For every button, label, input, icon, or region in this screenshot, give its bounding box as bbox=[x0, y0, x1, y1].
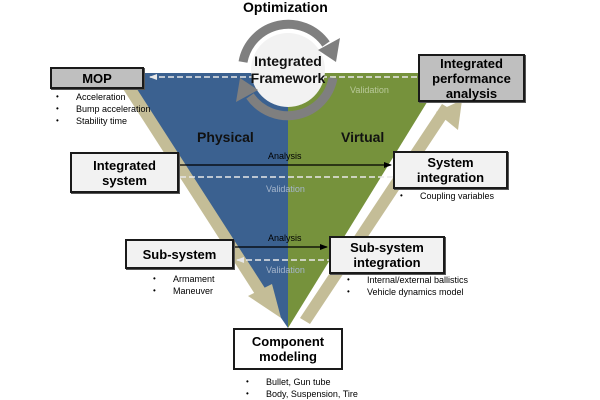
bullet-item: Body, Suspension, Tire bbox=[246, 388, 358, 400]
integrated-framework-label: Integrated Framework bbox=[250, 53, 326, 86]
bullet-item: Armament bbox=[153, 273, 215, 285]
physical-label: Physical bbox=[197, 129, 254, 145]
system-integration-bullets: Coupling variables bbox=[400, 190, 494, 202]
mop-bullets: Acceleration Bump acceleration Stability… bbox=[56, 91, 151, 127]
bullet-item: Internal/external ballistics bbox=[347, 274, 468, 286]
sub-system-integration-bullets: Internal/external ballistics Vehicle dyn… bbox=[347, 274, 468, 298]
component-modeling-bullets: Bullet, Gun tube Body, Suspension, Tire bbox=[246, 376, 358, 400]
sub-system-box: Sub-system bbox=[125, 239, 234, 269]
sub-system-integration-box: Sub-system integration bbox=[329, 236, 445, 274]
bullet-item: Acceleration bbox=[56, 91, 151, 103]
bullet-item: Bullet, Gun tube bbox=[246, 376, 358, 388]
mid-analysis-label: Analysis bbox=[268, 151, 302, 161]
optimization-title: Optimization bbox=[243, 0, 328, 15]
top-validation-label: Validation bbox=[350, 85, 389, 95]
cycle-arrowhead-bottom bbox=[236, 78, 258, 102]
sub-system-bullets: Armament Maneuver bbox=[153, 273, 215, 297]
virtual-label: Virtual bbox=[341, 129, 385, 145]
low-validation-label: Validation bbox=[266, 265, 305, 275]
bullet-item: Bump acceleration bbox=[56, 103, 151, 115]
bullet-item: Vehicle dynamics model bbox=[347, 286, 468, 298]
system-integration-box: System integration bbox=[393, 151, 508, 189]
integrated-framework-circle bbox=[251, 33, 325, 107]
bullet-item: Coupling variables bbox=[400, 190, 494, 202]
virtual-region bbox=[288, 73, 445, 328]
component-modeling-box: Component modeling bbox=[233, 328, 343, 370]
bullet-item: Stability time bbox=[56, 115, 151, 127]
cycle-arrowhead-top bbox=[318, 38, 340, 62]
integrated-system-box: Integrated system bbox=[70, 152, 179, 193]
low-analysis-label: Analysis bbox=[268, 233, 302, 243]
integrated-performance-analysis-box: Integrated performance analysis bbox=[418, 54, 525, 102]
bullet-item: Maneuver bbox=[153, 285, 215, 297]
cycle-arrows-icon bbox=[238, 19, 338, 121]
mid-validation-label: Validation bbox=[266, 184, 305, 194]
mop-box: MOP bbox=[50, 67, 144, 89]
